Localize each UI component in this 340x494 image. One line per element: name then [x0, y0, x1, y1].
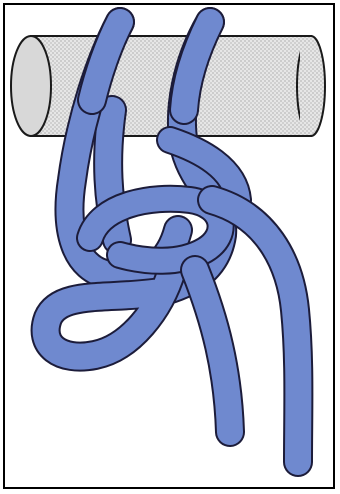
- cylinder-left-end: [11, 36, 51, 136]
- rope-strand-short-end: [195, 270, 230, 432]
- rope-strand-lower-bight: [46, 270, 172, 357]
